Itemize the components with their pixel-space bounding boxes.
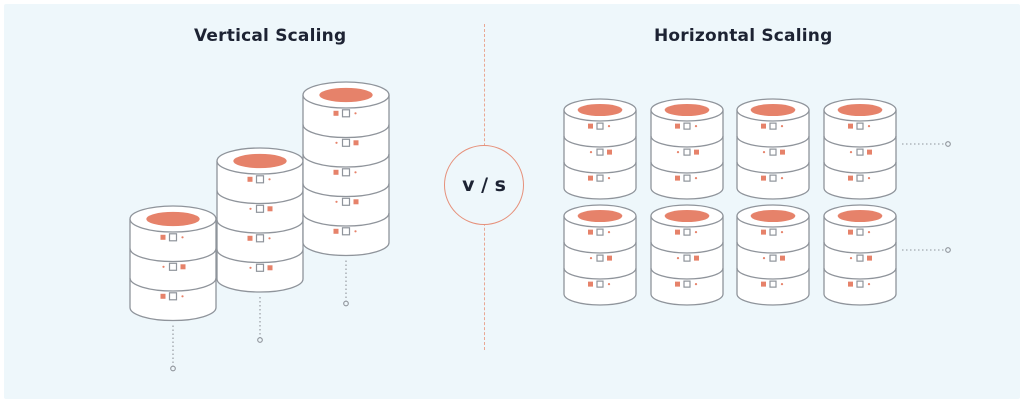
horizontal-scaling-title: Horizontal Scaling — [654, 26, 833, 46]
vertical-connector-3 — [343, 260, 349, 307]
vertical-server-stack-3 — [302, 81, 390, 257]
versus-badge: v / s — [444, 145, 524, 225]
vertical-server-stack-1 — [129, 205, 217, 322]
horizontal-server-stack-r1c4 — [823, 98, 897, 200]
horizontal-server-stack-r2c3 — [736, 204, 810, 306]
vertical-scaling-title: Vertical Scaling — [194, 26, 347, 46]
vertical-connector-1 — [170, 325, 176, 372]
horizontal-connector-row-2 — [902, 247, 951, 253]
horizontal-server-stack-r2c2 — [650, 204, 724, 306]
horizontal-connector-row-1 — [902, 141, 951, 147]
horizontal-server-stack-r1c2 — [650, 98, 724, 200]
horizontal-server-stack-r2c4 — [823, 204, 897, 306]
versus-label: v / s — [462, 174, 506, 196]
horizontal-server-stack-r2c1 — [563, 204, 637, 306]
vertical-connector-2 — [257, 297, 263, 343]
vertical-server-stack-2 — [216, 147, 304, 293]
horizontal-server-stack-r1c1 — [563, 98, 637, 200]
horizontal-server-stack-r1c3 — [736, 98, 810, 200]
